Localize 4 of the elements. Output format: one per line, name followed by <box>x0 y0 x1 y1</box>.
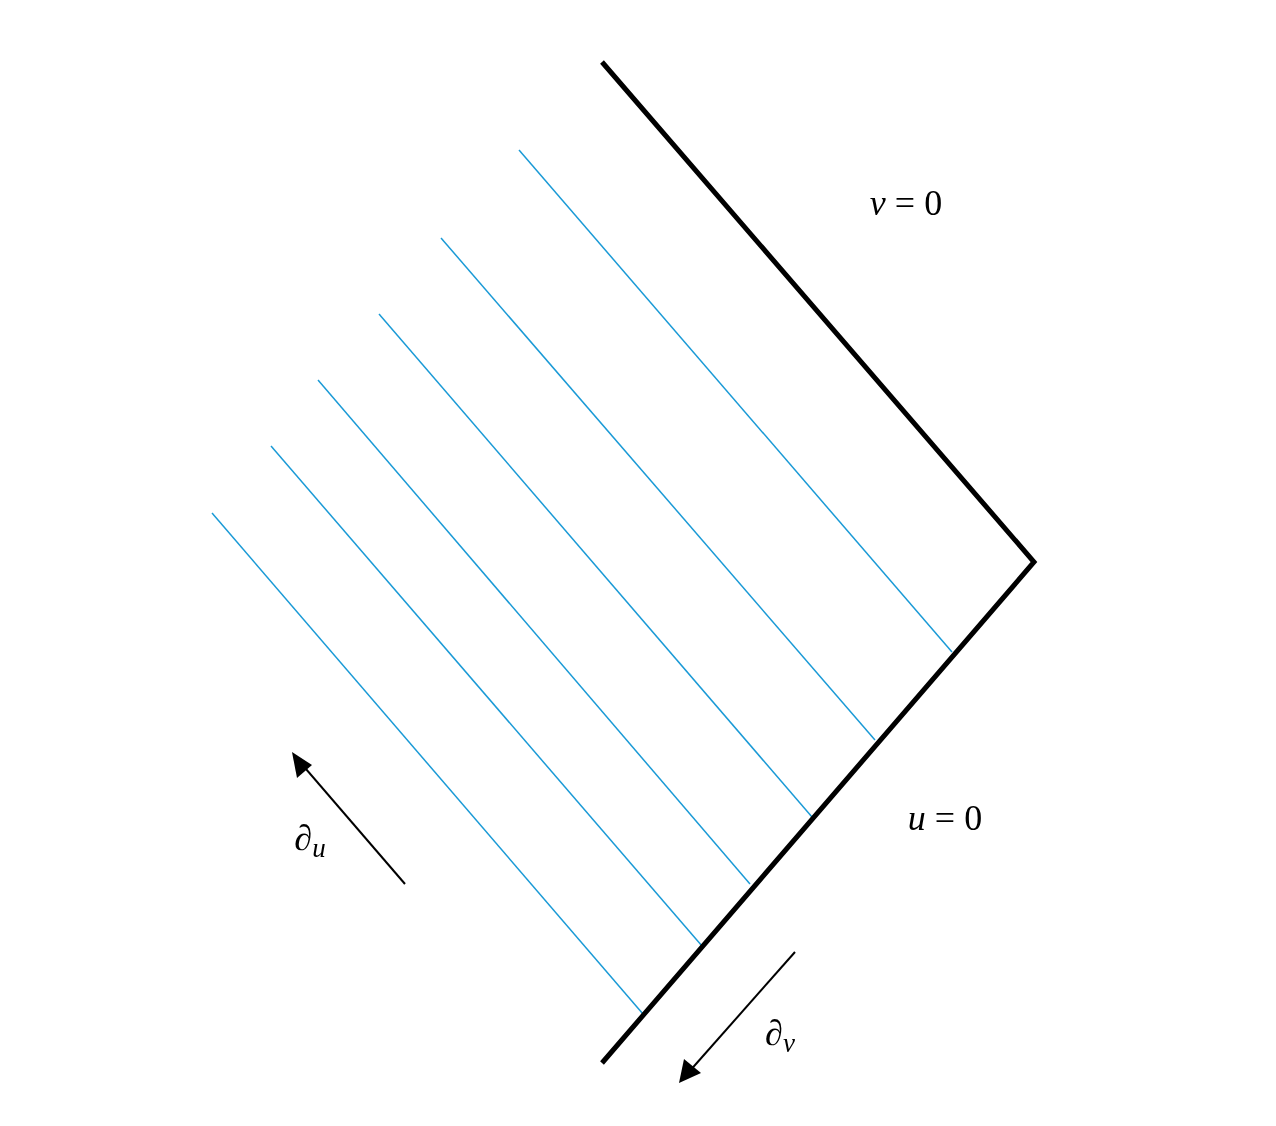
math-label: v = 0 <box>869 185 943 221</box>
math-label: ∂$_{v}$ <box>765 1015 795 1051</box>
math-label: u = 0 <box>907 800 983 836</box>
math-label: ∂$_{u}$ <box>294 820 326 856</box>
